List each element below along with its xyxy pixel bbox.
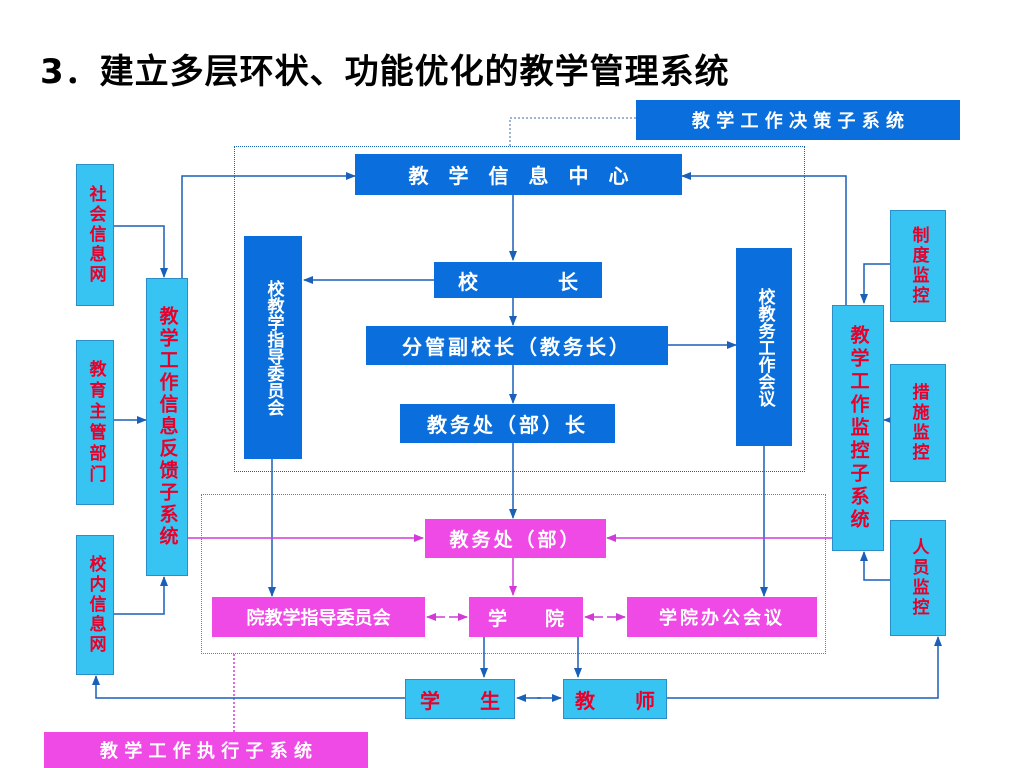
social-info-net-node: 社会信息网 xyxy=(76,164,114,306)
decision-subsystem-label: 教 学 工 作 决 策 子 系 统 xyxy=(636,100,960,140)
staff-monitor-node: 人员监控 xyxy=(890,520,946,636)
campus-info-net-node: 校内信息网 xyxy=(76,535,114,675)
system-monitor-node: 制度监控 xyxy=(890,210,946,322)
decision-zone-frame xyxy=(234,146,805,472)
arrow-monitor-to-center xyxy=(681,172,847,306)
arrow-staff-to-monitor xyxy=(860,551,890,581)
page-title: 3．建立多层环状、功能优化的教学管理系统 xyxy=(40,52,730,92)
arrow-sysmon-to-monitor xyxy=(860,263,890,304)
decision-label-leader xyxy=(509,117,636,146)
president-node: 校 长 xyxy=(434,262,602,298)
edu-dept-node: 教育主管部门 xyxy=(76,340,114,505)
arrow-campus-to-feedback xyxy=(114,576,168,615)
measure-monitor-node: 措施监控 xyxy=(890,364,946,482)
arrow-feedback-to-center xyxy=(181,172,356,280)
info-center-node: 教 学 信 息 中 心 xyxy=(355,154,682,195)
arrow-students-to-campus xyxy=(92,675,405,699)
execution-subsystem-label: 教 学 工 作 执 行 子 系 统 xyxy=(44,732,368,768)
arrow-social-to-feedback xyxy=(114,225,168,278)
students-node: 学 生 xyxy=(405,679,515,719)
college-meeting-node: 学院办公会议 xyxy=(627,597,817,637)
dean-office-node: 教务处（部） xyxy=(425,519,606,558)
affairs-meeting-node: 校教务工作会议 xyxy=(736,248,792,446)
college-node: 学 院 xyxy=(469,597,583,637)
college-committee-node: 院教学指导委员会 xyxy=(212,597,425,637)
monitor-subsystem-node: 教学工作监控子系统 xyxy=(832,305,884,551)
teachers-node: 教 师 xyxy=(563,679,667,719)
dean-office-head-node: 教务处（部）长 xyxy=(400,404,615,443)
vice-president-node: 分管副校长（教务长） xyxy=(366,326,668,365)
guidance-committee-node: 校教学指导委员会 xyxy=(244,236,302,459)
arrow-teachers-to-staff xyxy=(667,636,942,699)
feedback-subsystem-node: 教学工作信息反馈子系统 xyxy=(146,278,188,576)
